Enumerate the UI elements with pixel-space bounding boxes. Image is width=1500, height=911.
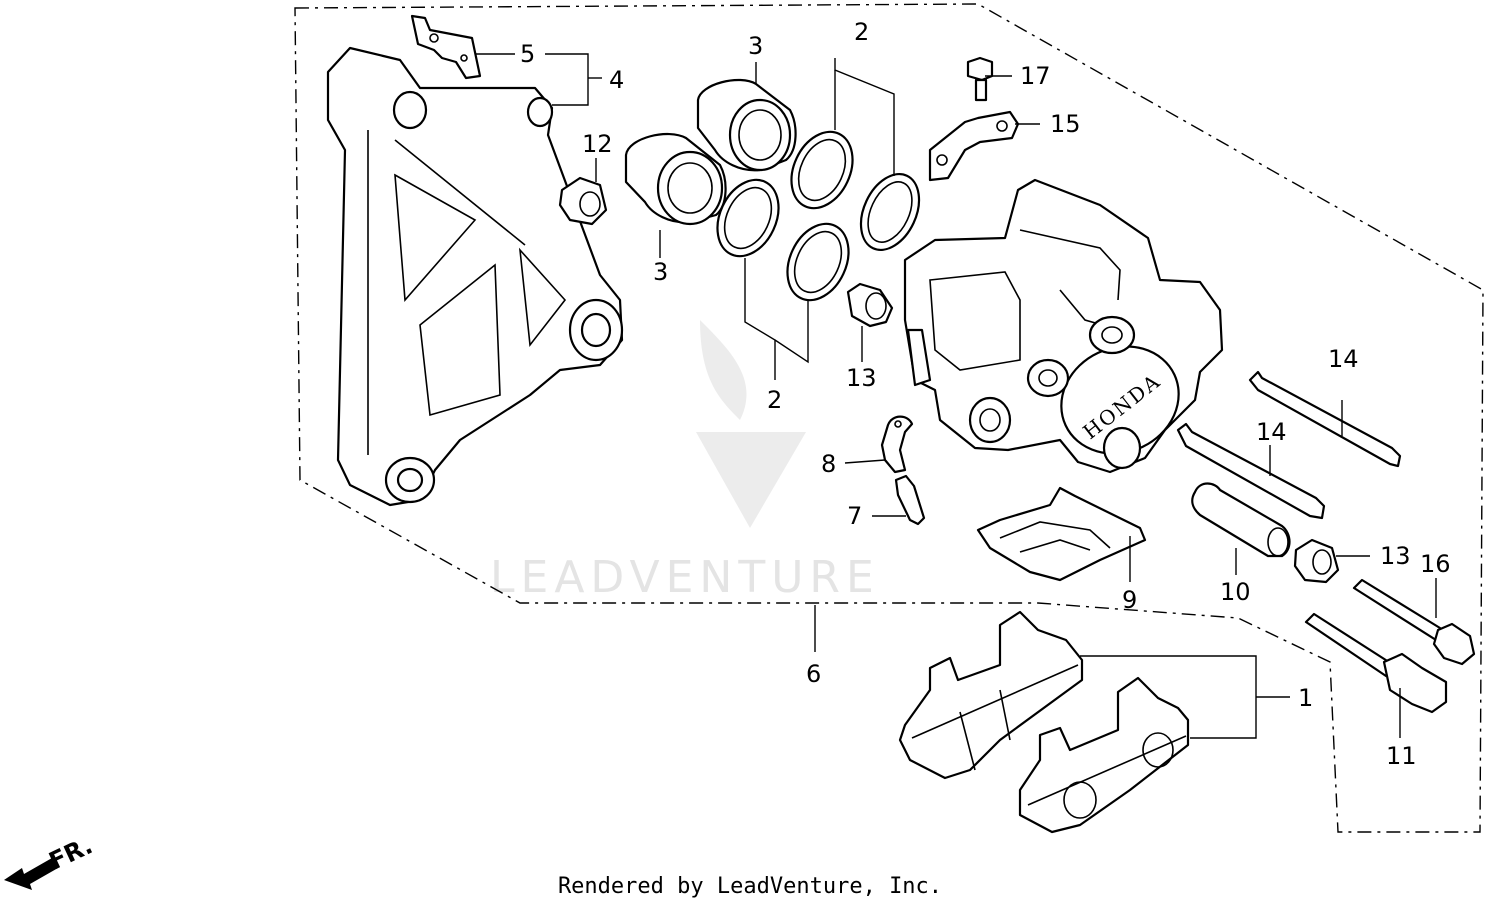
bolt-part-11 [1304, 612, 1448, 714]
clip-part-5 [410, 14, 482, 80]
callout-9: 9 [1122, 586, 1137, 614]
watermark: LEADVENTURE [490, 320, 880, 603]
callout-11: 11 [1386, 742, 1417, 770]
boot-part-13-upper [846, 282, 894, 328]
pin-part-14-lower [1176, 422, 1326, 520]
front-direction-label: FR. [45, 831, 97, 875]
callout-6: 6 [806, 660, 821, 688]
assembly-frame [294, 3, 1484, 833]
piston-upper [696, 79, 797, 172]
callout-5: 5 [520, 40, 535, 68]
caliper-body: HONDA [903, 178, 1224, 474]
callout-3-bottom: 3 [653, 258, 668, 286]
caliper-bracket [326, 46, 624, 507]
bolt-part-16 [1352, 578, 1476, 666]
callout-8: 8 [821, 450, 836, 478]
callout-2-top: 2 [854, 18, 869, 46]
callout-7: 7 [847, 502, 862, 530]
piston-lower [624, 133, 727, 226]
callout-13-upper: 13 [846, 364, 877, 392]
callout-2-bottom: 2 [767, 386, 782, 414]
callout-labels: 1 2 2 3 3 4 5 6 7 8 9 10 11 12 13 13 14 … [520, 18, 1451, 770]
bracket-part-15 [928, 110, 1020, 182]
bleeder-part-7 [894, 474, 926, 526]
pad-spring-part-9 [976, 486, 1147, 582]
boot-part-13-lower [1293, 538, 1340, 584]
bolt-part-17 [966, 56, 994, 102]
callout-16: 16 [1420, 550, 1451, 578]
leader-lines [475, 53, 1437, 739]
callout-4: 4 [609, 66, 624, 94]
brake-pad-rear [1018, 676, 1190, 834]
brake-pad-front [898, 610, 1084, 780]
callout-10: 10 [1220, 578, 1251, 606]
callout-14-lower: 14 [1256, 418, 1287, 446]
callout-1: 1 [1298, 684, 1313, 712]
boot-part-12 [558, 176, 608, 226]
watermark-text: LEADVENTURE [490, 552, 880, 603]
footer-credit: Rendered by LeadVenture, Inc. [557, 874, 943, 899]
callout-15: 15 [1050, 110, 1081, 138]
callout-3-top: 3 [748, 32, 763, 60]
clip-part-8 [880, 415, 914, 474]
sleeve-part-10 [1191, 482, 1291, 558]
callout-17: 17 [1020, 62, 1051, 90]
callout-12: 12 [582, 130, 613, 158]
callout-14-upper: 14 [1328, 345, 1359, 373]
pin-part-14-upper [1248, 370, 1402, 468]
callout-13-lower: 13 [1380, 542, 1411, 570]
seal-rings [716, 130, 921, 302]
